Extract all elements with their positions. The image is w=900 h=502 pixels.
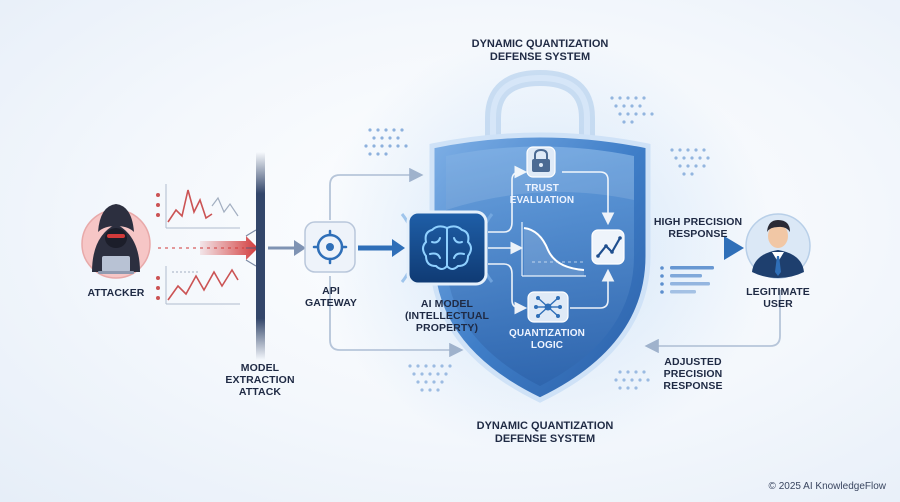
attacker-avatar — [81, 204, 151, 279]
legitimate-user-label: LEGITIMATE USER — [746, 286, 810, 310]
output-trend-icon — [591, 229, 625, 265]
attacker-label: ATTACKER — [87, 287, 145, 299]
adjusted-precision-label: ADJUSTED PRECISION RESPONSE — [663, 356, 723, 392]
legitimate-user-avatar — [745, 213, 811, 279]
gateway-upper-path — [329, 167, 424, 220]
quantization-network-icon — [527, 291, 569, 323]
ai-model-node — [400, 210, 494, 286]
attack-query-charts — [156, 184, 258, 305]
precision-decay-chart — [521, 222, 586, 277]
trust-evaluation-label: TRUST EVALUATION — [509, 183, 575, 206]
attack-label: MODEL EXTRACTION ATTACK — [225, 362, 295, 398]
title-bottom: DYNAMIC QUANTIZATION DEFENSE SYSTEM — [476, 420, 614, 445]
barrier-wall — [256, 152, 265, 360]
ai-model-label: AI MODEL (INTELLECTUAL PROPERTY) — [404, 298, 490, 334]
brain-icon — [422, 225, 472, 270]
trust-lock-icon — [526, 146, 556, 178]
response-bars-decoration — [660, 266, 714, 294]
quantization-logic-label: QUANTIZATION LOGIC — [508, 328, 585, 351]
api-gateway-label: API GATEWAY — [304, 285, 358, 309]
api-gateway-node — [304, 221, 356, 273]
barrier-deflection-lines — [245, 229, 257, 267]
title-top: DYNAMIC QUANTIZATION DEFENSE SYSTEM — [471, 38, 609, 63]
copyright-footer: © 2025 AI KnowledgeFlow — [768, 481, 886, 492]
lock-shackle — [485, 69, 595, 170]
shield-flow-lines — [488, 165, 615, 315]
gateway-lower-path — [329, 276, 464, 358]
high-precision-label: HIGH PRECISION RESPONSE — [653, 216, 743, 240]
adjusted-response-path — [644, 290, 781, 354]
